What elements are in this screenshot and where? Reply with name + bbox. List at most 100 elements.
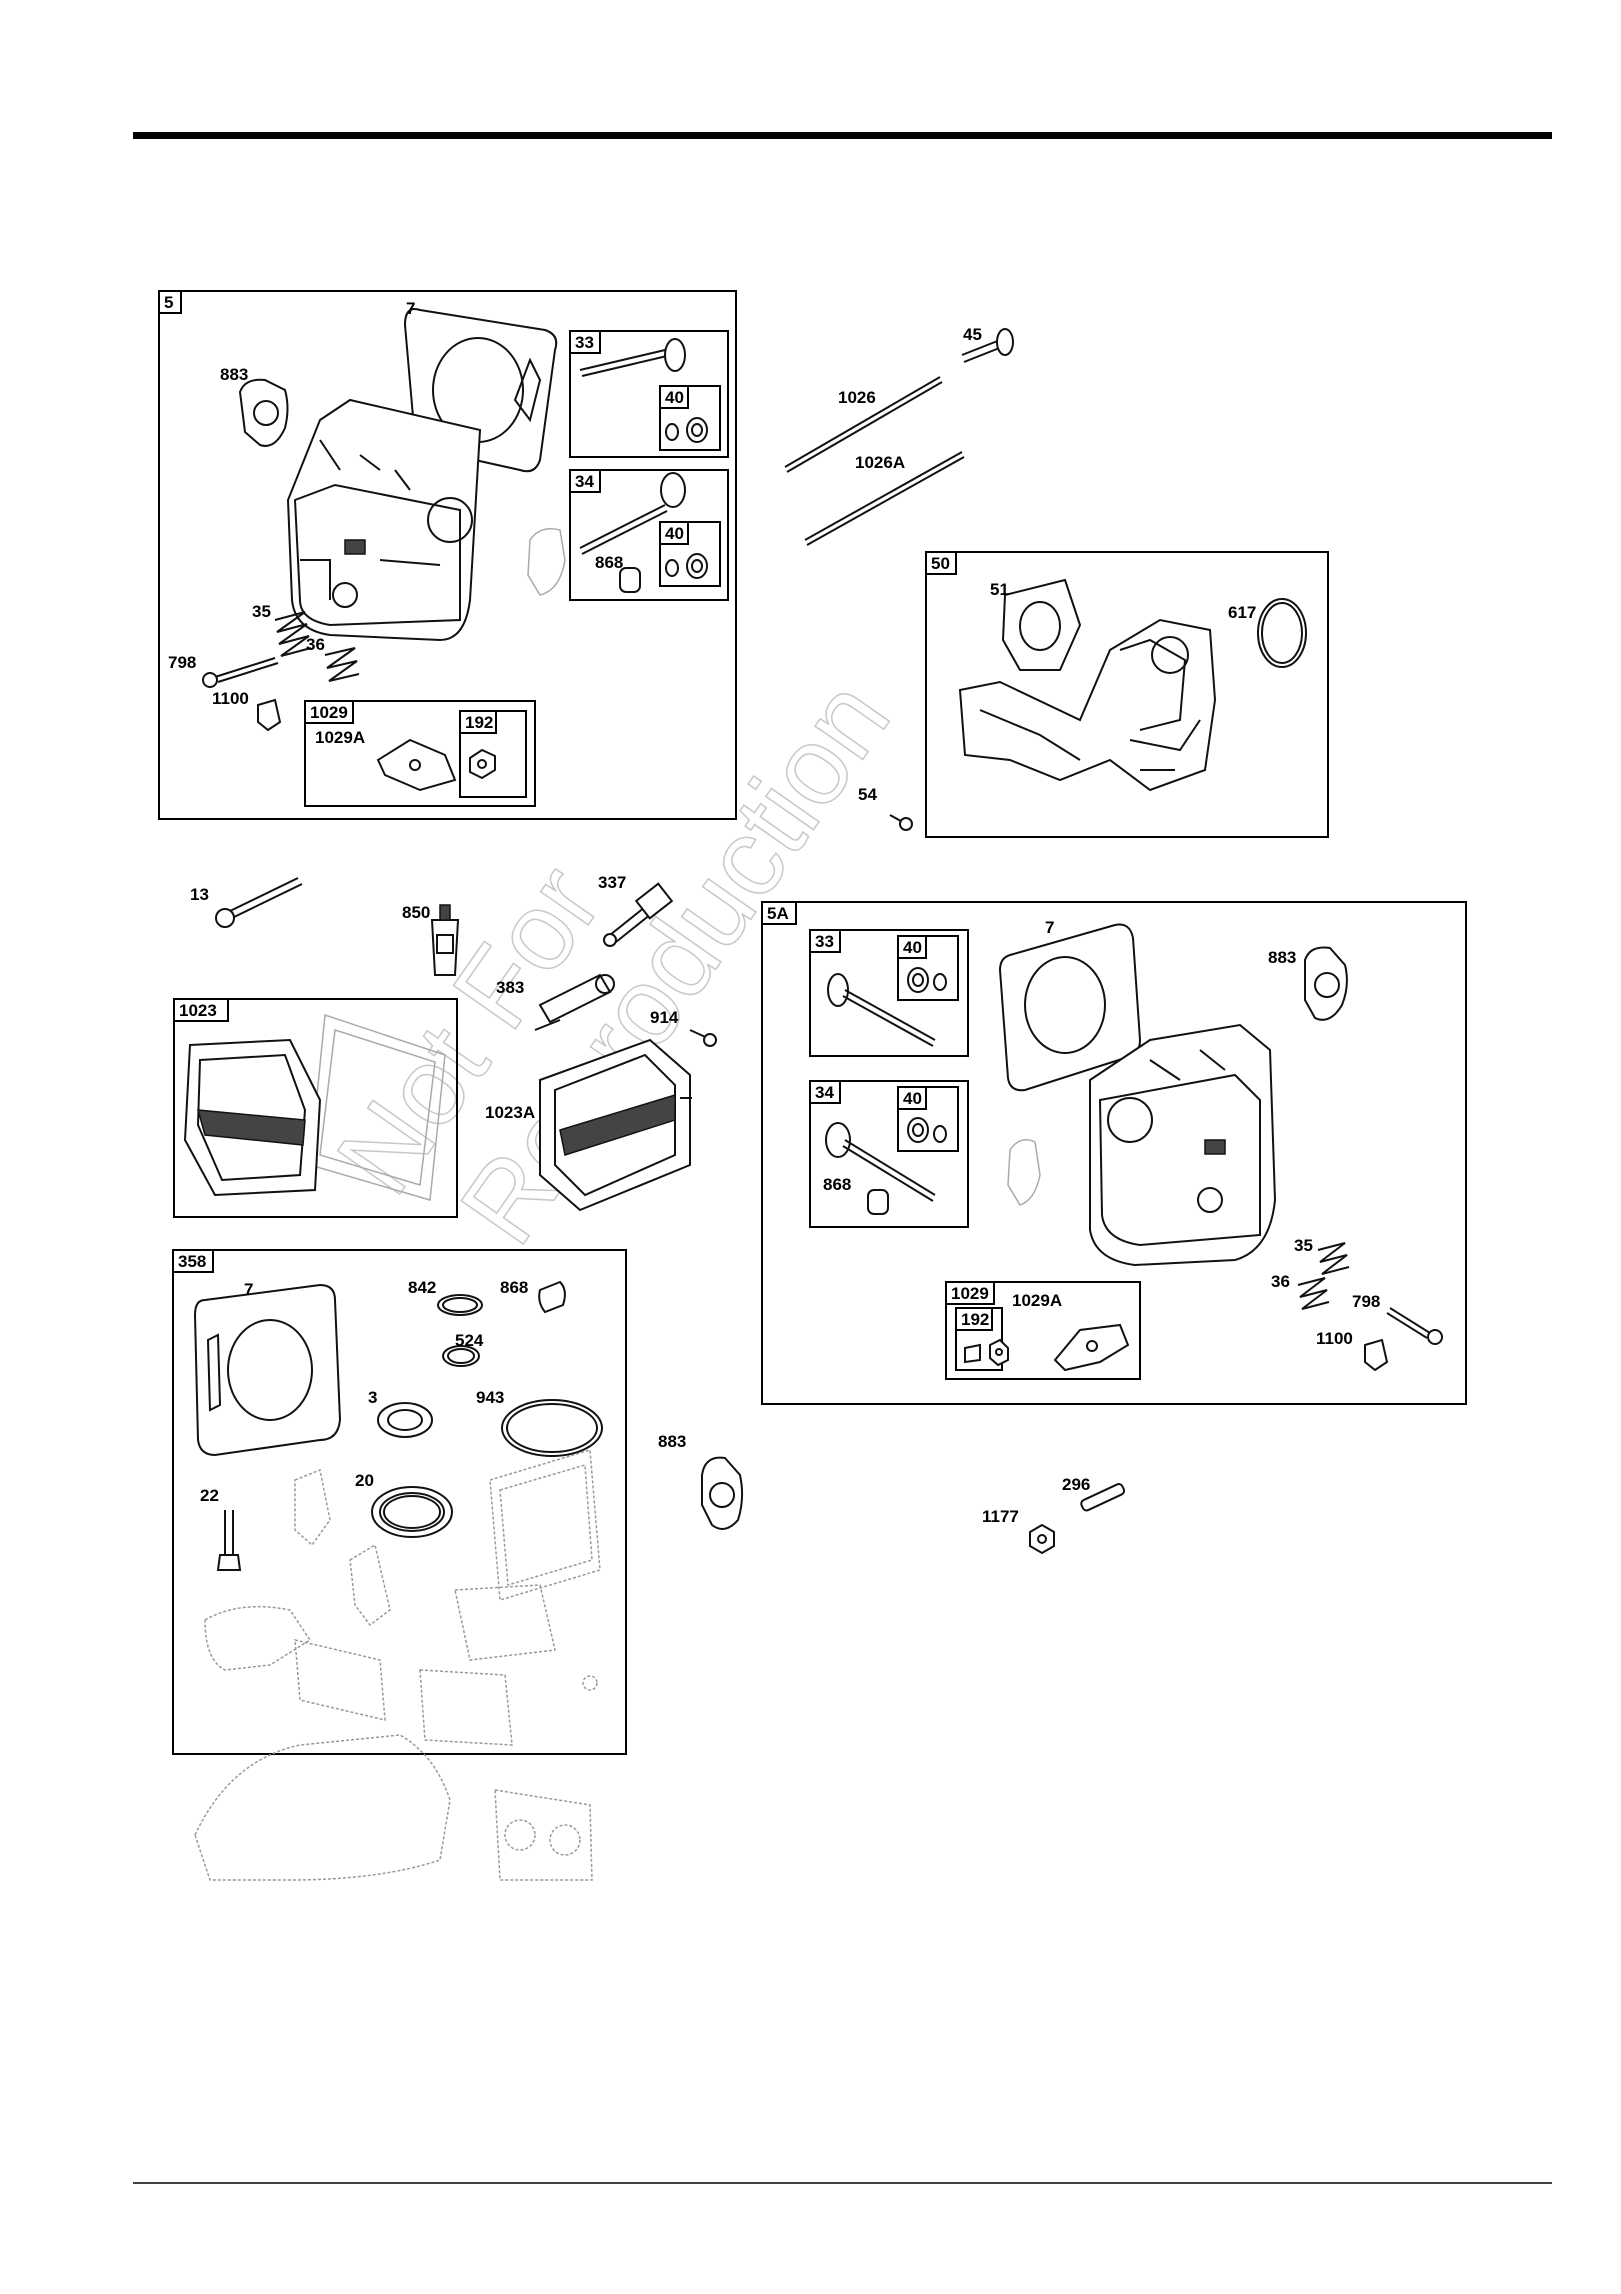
manifold-gasket-icon bbox=[1003, 580, 1080, 670]
label-45: 45 bbox=[963, 325, 982, 344]
screw-icon bbox=[890, 815, 912, 830]
label-850: 850 bbox=[402, 903, 430, 922]
label-524: 524 bbox=[455, 1331, 484, 1350]
label-51: 51 bbox=[990, 580, 1009, 599]
label-54: 54 bbox=[858, 785, 877, 804]
label-7: 7 bbox=[406, 299, 415, 318]
label-1026A: 1026A bbox=[855, 453, 905, 472]
label-13: 13 bbox=[190, 885, 209, 904]
label-1029A: 1029A bbox=[315, 728, 365, 747]
exhaust-valve-icon bbox=[828, 974, 935, 1046]
label-35: 35 bbox=[252, 602, 271, 621]
label-r883: 883 bbox=[1268, 948, 1296, 967]
loose-parts-group: 883 296 1177 bbox=[658, 1432, 1125, 1553]
oil-seal-icon bbox=[378, 1403, 432, 1437]
label-m7: 7 bbox=[244, 1280, 253, 1299]
box-50-intake-manifold: 50 51 617 54 bbox=[858, 552, 1328, 837]
label-r7: 7 bbox=[1045, 918, 1054, 937]
intake-gasket-icon bbox=[1305, 948, 1347, 1020]
svg-text:1029: 1029 bbox=[951, 1284, 989, 1303]
box-5-cylinder-head-assembly: 5 7 883 35 bbox=[159, 291, 736, 819]
label-1100: 1100 bbox=[212, 689, 249, 708]
label-914: 914 bbox=[650, 1008, 679, 1027]
intake-manifold-icon bbox=[960, 620, 1215, 790]
valve-guide-icon bbox=[868, 1190, 888, 1214]
svg-text:40: 40 bbox=[665, 524, 684, 543]
svg-text:358: 358 bbox=[178, 1252, 206, 1271]
label-883: 883 bbox=[220, 365, 248, 384]
bolt-icon bbox=[218, 1510, 240, 1570]
svg-text:33: 33 bbox=[575, 333, 594, 352]
label-22: 22 bbox=[200, 1486, 219, 1505]
breather-clip-icon bbox=[1365, 1340, 1387, 1370]
label-r1029A: 1029A bbox=[1012, 1291, 1062, 1310]
bolt-icon bbox=[203, 658, 278, 687]
valve-spring-icon bbox=[325, 648, 359, 681]
top-rule bbox=[133, 132, 1552, 139]
svg-text:192: 192 bbox=[961, 1310, 989, 1329]
box-5A-cylinder-head-assembly: 5A 33 40 34 40 bbox=[762, 902, 1466, 1404]
cylinder-head-icon bbox=[288, 400, 565, 640]
rocker-arm-icon bbox=[378, 740, 455, 790]
label-r868: 868 bbox=[823, 1175, 851, 1194]
svg-text:34: 34 bbox=[575, 472, 594, 491]
valve-keeper-icon bbox=[908, 1118, 946, 1142]
svg-text:1029: 1029 bbox=[310, 703, 348, 722]
svg-text:33: 33 bbox=[815, 932, 834, 951]
valve-cover-icon bbox=[185, 1040, 320, 1195]
o-ring-icon bbox=[502, 1400, 602, 1456]
label-337: 337 bbox=[598, 873, 626, 892]
box-358-gasket-set: 358 7 842 868 524 3 943 bbox=[173, 1250, 626, 1880]
svg-text:40: 40 bbox=[903, 938, 922, 957]
valve-keeper-icon bbox=[666, 554, 707, 578]
label-842: 842 bbox=[408, 1278, 436, 1297]
label-r35: 35 bbox=[1294, 1236, 1313, 1255]
nut-icon bbox=[965, 1340, 1008, 1365]
o-ring-icon bbox=[438, 1295, 482, 1315]
label-1177: 1177 bbox=[982, 1507, 1019, 1526]
svg-text:34: 34 bbox=[815, 1083, 834, 1102]
label-r798: 798 bbox=[1352, 1292, 1380, 1311]
label-296: 296 bbox=[1062, 1475, 1090, 1494]
svg-text:5: 5 bbox=[164, 293, 173, 312]
label-20: 20 bbox=[355, 1471, 374, 1490]
label-36: 36 bbox=[306, 635, 325, 654]
label-3: 3 bbox=[368, 1388, 377, 1407]
intake-gasket-icon bbox=[240, 380, 288, 446]
valve-keeper-icon bbox=[666, 418, 707, 442]
label-798: 798 bbox=[168, 653, 196, 672]
cylinder-head-icon bbox=[1008, 1025, 1275, 1265]
sealant-tube-icon bbox=[432, 905, 458, 975]
rocker-arm-icon bbox=[1055, 1325, 1128, 1370]
nut-icon bbox=[1030, 1525, 1054, 1553]
svg-text:192: 192 bbox=[465, 713, 493, 732]
label-1026: 1026 bbox=[838, 388, 876, 407]
svg-text:1023: 1023 bbox=[179, 1001, 217, 1020]
oil-seal-icon bbox=[372, 1487, 452, 1537]
push-rods-group: 45 1026 1026A bbox=[785, 325, 1013, 545]
nut-icon bbox=[470, 750, 495, 778]
valve-spring-icon bbox=[1318, 1243, 1349, 1274]
breather-clip-icon bbox=[258, 700, 280, 730]
svg-text:5A: 5A bbox=[767, 904, 789, 923]
valve-guide-icon bbox=[539, 1282, 565, 1312]
label-617: 617 bbox=[1228, 603, 1256, 622]
intake-gasket-icon bbox=[702, 1458, 742, 1529]
bolt-icon bbox=[1387, 1308, 1442, 1344]
label-s883: 883 bbox=[658, 1432, 686, 1451]
label-868: 868 bbox=[595, 553, 623, 572]
svg-text:40: 40 bbox=[903, 1089, 922, 1108]
head-gasket-icon bbox=[195, 1285, 340, 1455]
label-383: 383 bbox=[496, 978, 524, 997]
valve-keeper-icon bbox=[908, 968, 946, 992]
label-1023A: 1023A bbox=[485, 1103, 535, 1122]
svg-text:40: 40 bbox=[665, 388, 684, 407]
bolt-icon bbox=[216, 878, 302, 927]
svg-text:50: 50 bbox=[931, 554, 950, 573]
o-ring-icon bbox=[1258, 599, 1306, 667]
label-r36: 36 bbox=[1271, 1272, 1290, 1291]
label-943: 943 bbox=[476, 1388, 504, 1407]
valve-spring-icon bbox=[1298, 1278, 1329, 1309]
label-868b: 868 bbox=[500, 1278, 528, 1297]
